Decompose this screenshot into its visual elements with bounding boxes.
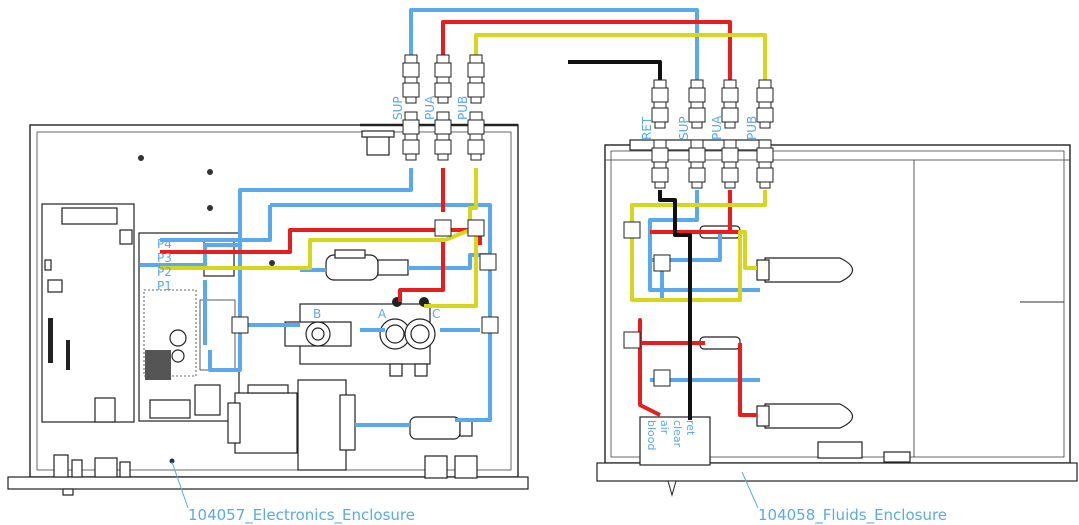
port-label-pua: PUA — [423, 95, 437, 120]
fluids-enclosure — [596, 139, 1078, 497]
quick-connect-fitting — [651, 139, 669, 189]
quick-connect-fitting — [688, 139, 706, 189]
tee-fitting — [653, 254, 671, 272]
port-label-pua-fluids: PUA — [710, 115, 724, 140]
mount-hole — [207, 205, 213, 211]
quick-connect-fitting — [651, 79, 669, 129]
tube-sup-link — [409, 8, 699, 80]
reservoir-label-clear: clear — [671, 420, 684, 448]
reservoir-lower — [764, 403, 854, 429]
quick-connect-fitting — [467, 111, 485, 161]
quick-connect-fitting — [721, 79, 739, 129]
mount-hole — [269, 260, 275, 266]
tee-fitting — [653, 369, 671, 387]
board-pin-p4: P4 — [157, 237, 172, 251]
tube-pub-link — [474, 33, 767, 80]
reservoir-label-blood: blood — [645, 420, 658, 450]
quick-connect-fitting — [402, 54, 420, 104]
reservoir-upper — [764, 257, 854, 283]
quick-connect-fitting — [688, 79, 706, 129]
reservoir-label-ret: ret — [684, 420, 697, 436]
port-label-sup: SUP — [391, 96, 405, 120]
electronics-title: 104057_Electronics_Enclosure — [188, 506, 415, 525]
fluids-title-leader — [741, 471, 759, 509]
quick-connect-fitting — [434, 54, 452, 104]
controller-board — [138, 232, 240, 422]
board-pin-p1: P1 — [157, 279, 172, 293]
tube-yellow-electronics — [160, 168, 478, 308]
port-label-pub: PUB — [456, 96, 470, 120]
quick-connect-fitting — [434, 111, 452, 161]
quick-connect-fitting — [402, 111, 420, 161]
electronics-lower-pump — [409, 416, 478, 479]
pump-motor — [325, 249, 409, 281]
mount-hole — [138, 155, 144, 161]
tee-fitting — [623, 221, 641, 239]
power-module — [41, 203, 135, 423]
tee-fitting — [623, 331, 641, 349]
tube-red-electronics — [160, 168, 482, 302]
board-pin-p3: P3 — [157, 251, 172, 265]
quick-connect-fitting — [756, 79, 774, 129]
port-label-sup-fluids: SUP — [677, 116, 691, 140]
valve-label-a: A — [378, 307, 387, 321]
tube-black-fluids — [658, 190, 692, 420]
connector-layer — [231, 54, 774, 387]
tee-fitting — [231, 316, 249, 334]
valve-label-b: B — [313, 307, 321, 321]
port-label-pub-fluids: PUB — [745, 116, 759, 140]
quick-connect-fitting — [467, 54, 485, 104]
mount-hole — [207, 169, 213, 175]
electronics-enclosure — [7, 123, 529, 496]
valve-manifold — [284, 297, 436, 377]
valve-label-c: C — [432, 307, 440, 321]
tee-fitting — [467, 219, 485, 237]
quick-connect-fitting — [756, 139, 774, 189]
board-pin-p2: P2 — [157, 265, 172, 279]
tube-pua-link — [441, 20, 732, 80]
tube-blue-electronics — [140, 168, 492, 427]
tee-fitting — [481, 316, 499, 334]
transformer-block — [227, 379, 356, 471]
tube-blue-fluids — [648, 190, 760, 382]
fluids-title: 104058_Fluids_Enclosure — [758, 506, 947, 525]
reservoir-label-air: air — [658, 420, 671, 435]
tee-fitting — [479, 253, 497, 271]
tube-yellow-fluids — [630, 190, 767, 302]
tube-red-fluids — [638, 190, 757, 417]
mount-hole — [169, 458, 175, 464]
electronics-title-leader — [171, 461, 189, 509]
quick-connect-fitting — [721, 139, 739, 189]
port-label-ret: RET — [640, 116, 654, 140]
tee-fitting — [434, 219, 452, 237]
tube-ret-link — [568, 60, 662, 80]
fluid-manifold — [639, 416, 711, 466]
tubing-layer — [140, 8, 767, 427]
